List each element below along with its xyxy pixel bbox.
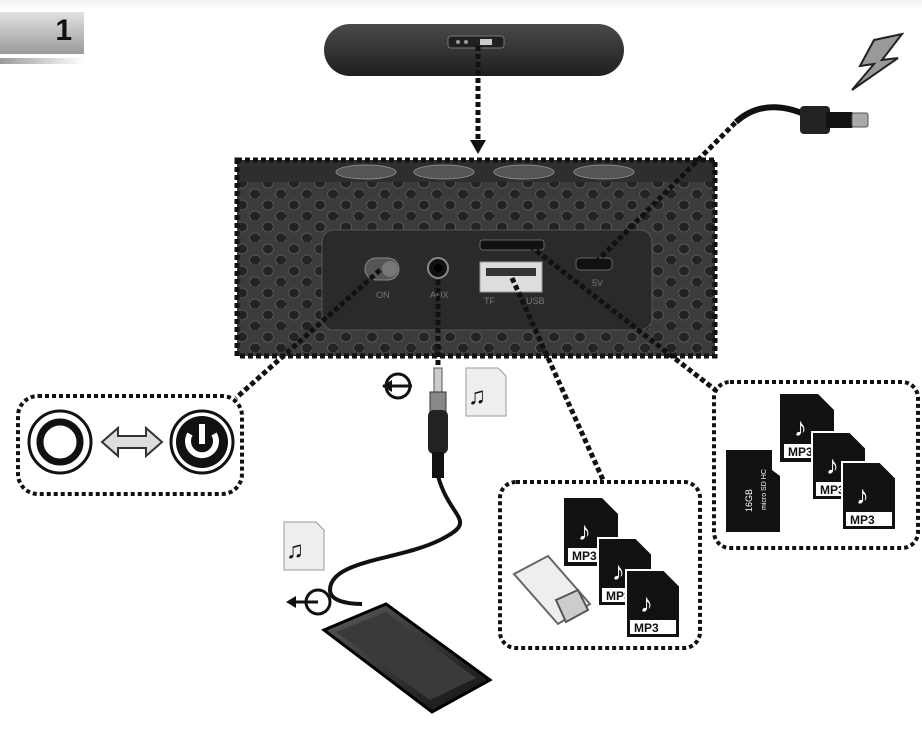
top-strip bbox=[0, 0, 922, 10]
tf-card-callout: 16GB micro SD HC ♪ MP3 ♪ MP3 ♪ MP3 bbox=[712, 380, 920, 550]
mp3-file-icon: ♪ MP3 bbox=[625, 569, 681, 639]
tf-label: TF bbox=[484, 296, 495, 306]
power-cable bbox=[733, 104, 869, 134]
dc-port bbox=[575, 257, 613, 271]
input-arrow-icon bbox=[382, 372, 412, 400]
svg-text:MP3: MP3 bbox=[820, 483, 845, 497]
svg-text:♪: ♪ bbox=[578, 516, 591, 546]
lightning-icon bbox=[851, 32, 905, 91]
audio-file-icon: ♫ bbox=[465, 367, 507, 417]
step-number-badge: 1 bbox=[0, 12, 84, 64]
audio-file-icon-2: ♫ bbox=[283, 521, 325, 571]
tf-card-slot bbox=[479, 239, 545, 251]
svg-text:♪: ♪ bbox=[856, 480, 869, 510]
double-arrow-icon bbox=[100, 425, 164, 459]
svg-text:♪: ♪ bbox=[826, 450, 839, 480]
mp3-file-icon: ♪ MP3 bbox=[841, 461, 897, 531]
badge-underline bbox=[0, 58, 84, 64]
usb-port bbox=[479, 261, 543, 293]
switch-connector-line bbox=[234, 268, 382, 400]
aux-plug bbox=[428, 367, 448, 478]
step-number: 1 bbox=[55, 14, 72, 47]
top-buttons bbox=[335, 164, 635, 180]
dc-label: 5V bbox=[592, 278, 603, 288]
aux-cable bbox=[327, 475, 463, 606]
svg-text:MP3: MP3 bbox=[572, 549, 597, 563]
dc-connector-line bbox=[594, 120, 738, 264]
svg-text:♪: ♪ bbox=[612, 556, 625, 586]
card-brand: micro SD HC bbox=[761, 469, 768, 510]
usb-label: USB bbox=[526, 296, 545, 306]
svg-text:MP3: MP3 bbox=[850, 513, 875, 527]
power-switch-callout bbox=[16, 394, 244, 496]
smartphone bbox=[321, 602, 493, 714]
svg-text:♪: ♪ bbox=[794, 412, 807, 442]
usb-stick-icon bbox=[512, 554, 592, 626]
output-arrow-icon bbox=[286, 588, 332, 616]
power-on-icon bbox=[169, 409, 235, 475]
zoom-arrow bbox=[470, 46, 486, 154]
speaker-overview bbox=[324, 24, 624, 76]
svg-text:MP3: MP3 bbox=[606, 589, 631, 603]
speaker-rear-panel: ON AUX TF USB 5V bbox=[234, 157, 718, 359]
usb-connector-line bbox=[509, 276, 607, 484]
card-capacity: 16GB bbox=[744, 489, 754, 512]
svg-text:MP3: MP3 bbox=[788, 445, 813, 459]
switch-label: ON bbox=[376, 290, 390, 300]
svg-text:MP3: MP3 bbox=[634, 621, 659, 635]
aux-label: AUX bbox=[430, 290, 449, 300]
micro-sd-card-icon: 16GB micro SD HC bbox=[726, 450, 780, 532]
svg-text:♫: ♫ bbox=[468, 383, 486, 410]
svg-text:♫: ♫ bbox=[286, 537, 304, 564]
svg-text:♪: ♪ bbox=[640, 588, 653, 618]
power-off-icon bbox=[27, 409, 93, 475]
usb-callout: ♪ MP3 ♪ MP3 ♪ MP3 bbox=[498, 480, 702, 650]
